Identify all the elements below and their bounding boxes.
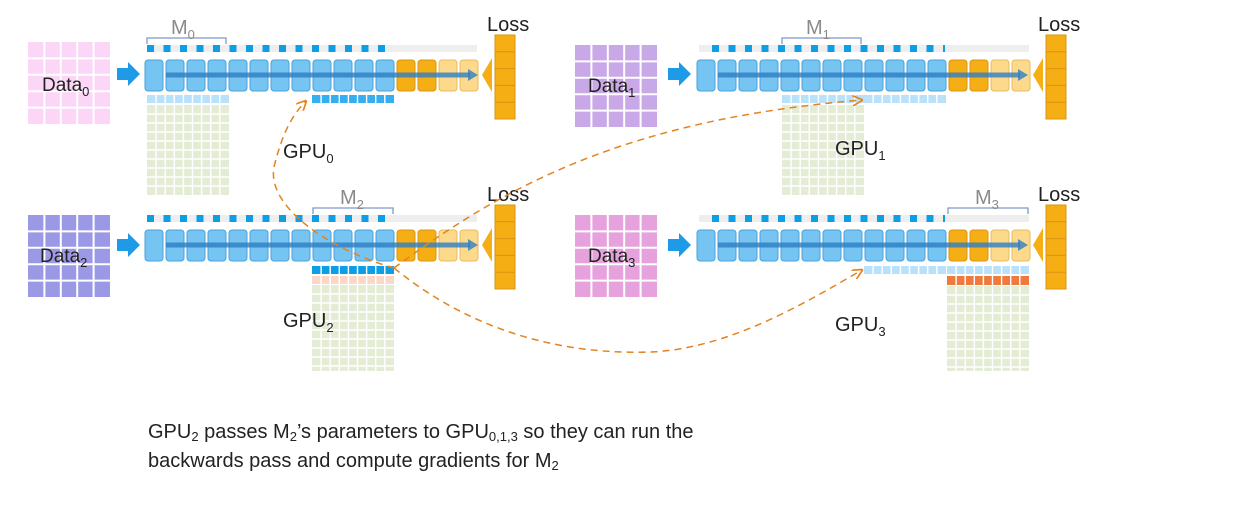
transfer-arrow-to-gpu1 [393, 100, 862, 269]
parameter-dots [147, 45, 477, 52]
loss-arrow-icon [482, 58, 492, 92]
memory-grid [782, 105, 864, 195]
layer-stack [144, 59, 479, 92]
caption-line-2: backwards pass and compute gradients for… [148, 450, 559, 473]
layer-stack [696, 59, 1031, 92]
panel-gpu3: Data3 [575, 184, 1080, 371]
memory-grid [312, 285, 394, 371]
model-bracket [947, 207, 1029, 214]
loss-column [1045, 204, 1067, 290]
data-label: Data1 [588, 76, 635, 100]
model-bracket [781, 37, 862, 44]
parameter-shard [312, 266, 394, 284]
memory-grid [947, 286, 1029, 371]
loss-column [1045, 34, 1067, 120]
transfer-arrow-to-gpu3 [393, 267, 862, 353]
data-grid [575, 215, 657, 297]
gpu-label: GPU3 [835, 314, 886, 339]
parameter-shard [147, 95, 394, 103]
loss-arrow-icon [1033, 58, 1043, 92]
model-bracket [312, 207, 394, 214]
data-grid [575, 45, 657, 127]
input-arrow-icon [117, 62, 140, 86]
loss-label: Loss [487, 14, 529, 36]
parameter-shard [864, 266, 1029, 285]
transfer-arrows [272, 100, 862, 353]
parameter-dots [699, 45, 1029, 52]
loss-arrow-icon [1033, 228, 1043, 262]
loss-arrow-icon [482, 228, 492, 262]
parameter-dots [699, 215, 1029, 222]
loss-label: Loss [1038, 14, 1080, 36]
panel-gpu2: Data2 [28, 184, 529, 371]
model-label: M3 [975, 187, 999, 212]
input-arrow-icon [668, 62, 691, 86]
model-label: M1 [806, 17, 830, 42]
layer-stack [696, 229, 1031, 262]
data-label: Data0 [42, 75, 89, 99]
gpu-label: GPU1 [835, 138, 886, 163]
model-label: M0 [171, 17, 195, 42]
caption-line-1: GPU2 passes M2’s parameters to GPU0,1,3 … [148, 421, 694, 444]
parameter-dots [147, 215, 477, 222]
data-label: Data2 [40, 246, 87, 270]
gpu-label: GPU2 [283, 310, 334, 335]
data-grid [28, 215, 110, 297]
loss-column [494, 204, 516, 290]
gpu-label: GPU0 [283, 141, 334, 166]
parameter-shard [782, 95, 946, 103]
transfer-arrow-to-gpu0 [272, 101, 395, 269]
layer-stack [144, 229, 479, 262]
model-bracket [146, 37, 227, 44]
loss-column [494, 34, 516, 120]
input-arrow-icon [117, 233, 140, 257]
loss-label: Loss [1038, 184, 1080, 206]
panel-gpu1: Data1 [575, 14, 1080, 195]
data-grid [28, 42, 110, 124]
memory-grid [147, 105, 229, 195]
model-label: M2 [340, 187, 364, 212]
input-arrow-icon [668, 233, 691, 257]
caption: GPU2 passes M2’s parameters to GPU0,1,3 … [148, 418, 908, 476]
data-label: Data3 [588, 246, 635, 270]
panel-gpu0: Data0 [28, 14, 529, 195]
